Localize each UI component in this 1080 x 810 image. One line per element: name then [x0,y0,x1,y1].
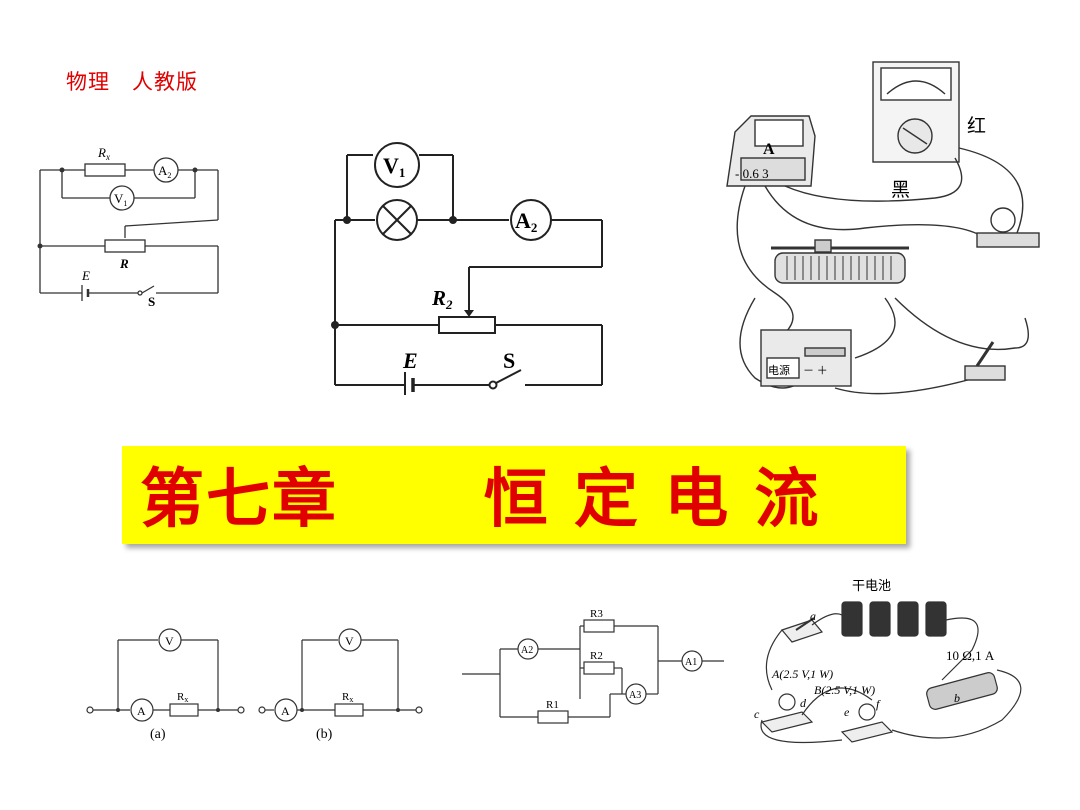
apparatus-sketch-bottom: 干电池 10 Ω,1 A A(2.5 V,1 W) B(2.5 V,1 W) a… [754,578,1022,744]
lamp-b-label: B(2.5 V,1 W) [814,683,875,697]
battery-label: 干电池 [852,578,891,593]
circuit-diagram-large: V1 A2 R2 E S [331,142,603,395]
ammeter-a1-label: A1 [685,657,697,668]
ammeter-a2-label: A2 [158,163,171,180]
terminal-c-label: c [754,707,760,721]
ammeter-a3-label: A3 [629,690,641,701]
apparatus-sketch-top: A - 0.6 3 红 黑 电源 － ＋ [726,61,1040,395]
terminal-d-label: d [800,696,807,710]
rx-a-label: Rx [177,691,188,704]
switch-s-label: S [503,348,515,373]
circuit-diagram-small: Rx A2 V1 R E S [37,145,219,309]
red-probe-label: 红 [967,115,986,137]
r2-label: R2 [590,650,603,662]
switch-s-label: S [148,294,155,309]
terminal-f-label: f [876,697,881,711]
terminal-b-label: b [954,691,960,705]
terminal-a-label: a [810,609,816,623]
power-supply-label: 电源 [768,363,790,377]
ammeter-b-label: A [281,704,290,718]
rx-b-label: Rx [342,691,353,704]
rheostat-spec-label: 10 Ω,1 A [946,648,995,663]
circuit-diagram-parallel: R3 R2 R1 A2 A1 A3 [462,608,724,724]
ammeter-label: A [763,141,775,158]
voltmeter-a-label: V [165,634,174,648]
black-probe-label: 黑 [891,180,910,201]
power-terminal-label: － ＋ [803,365,828,377]
caption-a: (a) [150,727,166,742]
rheostat-r2-label: R2 [431,286,453,312]
rx-label: Rx [97,145,110,162]
terminal-e-label: e [844,705,850,719]
ammeter-scale-label: - 0.6 3 [735,166,769,181]
ammeter-a2-label: A2 [521,645,533,656]
ammeter-a-label: A [137,704,146,718]
voltmeter-v1-label: V1 [114,191,127,208]
emf-e-label: E [81,268,90,283]
r3-label: R3 [590,608,603,620]
chapter-topic: 恒 定 电 流 [483,462,821,537]
chapter-title: 第七章 恒 定 电 流 [140,448,821,540]
subject-edition-label: 物理 人教版 [66,70,198,94]
caption-b: (b) [316,727,333,742]
emf-e-label: E [402,348,418,373]
voltmeter-v1-label: V1 [383,153,405,180]
circuit-diagram-a-b: A V Rx (a) A V Rx (b) [86,628,423,742]
rheostat-r-label: R [119,256,129,271]
chapter-number: 第七章 [140,462,338,537]
r1-label: R1 [546,699,559,711]
chapter-title-banner: 第七章 恒 定 电 流 [122,446,906,544]
voltmeter-b-label: V [345,634,354,648]
ammeter-a2-label: A2 [515,208,537,235]
lamp-a-label: A(2.5 V,1 W) [771,667,833,681]
